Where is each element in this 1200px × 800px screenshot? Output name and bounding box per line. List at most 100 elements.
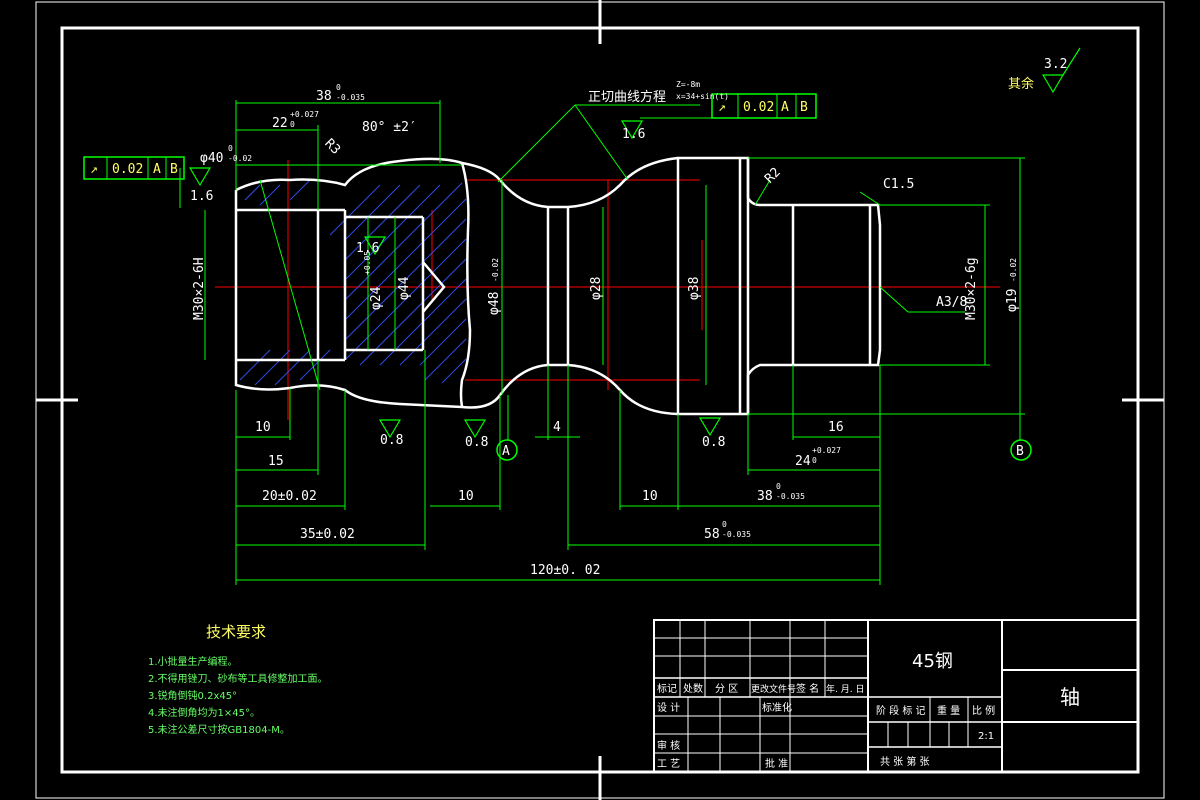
dim-b15: 15 [268, 454, 284, 469]
roughness-4: 0.8 [380, 433, 403, 448]
dim-b58-up: 0 [722, 520, 727, 529]
tb-review: 审 核 [657, 739, 680, 752]
roughness-3: 1.6 [356, 241, 379, 256]
thread-right: M30×2-6g [964, 257, 979, 320]
dim-22-tol-lo: 0 [290, 120, 295, 129]
roughness-rest-label: 其余 [1008, 76, 1034, 92]
tb-scale-value: 2:1 [978, 731, 994, 742]
tb-count: 处数 [683, 682, 703, 695]
tolerance-frame-left: ↗ 0.02 A B [83, 156, 185, 180]
tb-approve: 批 准 [765, 757, 788, 770]
dim-b4: 4 [553, 420, 561, 435]
dim-r3: R3 [321, 136, 343, 158]
tb-process: 工 艺 [657, 758, 680, 770]
tol-datum2: B [800, 100, 808, 115]
tb-signature: 签 名 [796, 682, 819, 695]
tangent-formula-2: x=34+sin(t) [676, 92, 729, 101]
technical-notes: 技术要求 1.小批量生产编程。 2.不得用锉刀、砂布等工具修整加工面。 3.锐角… [148, 623, 328, 736]
dim-phi40: φ40 [200, 151, 223, 166]
sheet-borders [35, 0, 1165, 800]
thread-left: M30×2-6H [192, 257, 207, 320]
title-block-text: 标记 处数 分 区 更改文件号 签 名 年. 月. 日 设 计 标准化 审 核 … [657, 651, 1080, 770]
dim-b20: 20±0.02 [262, 489, 317, 504]
svg-text:B: B [1016, 444, 1024, 459]
tb-material: 45钢 [912, 651, 953, 672]
dim-38-top: 38 [316, 89, 332, 104]
dim-phi24-tol: +0.05 [363, 251, 372, 275]
dim-angle: 80° ±2′ [362, 120, 417, 135]
note-item: 1.小批量生产编程。 [148, 655, 238, 668]
tolerance-frame-right: ↗ 0.02 A B [711, 93, 817, 119]
tb-mark: 标记 [657, 683, 677, 695]
dim-b58-lo: -0.035 [722, 530, 751, 539]
tb-total-sheets: 共 张 第 张 [880, 755, 930, 768]
tol-symbol: ↗ [718, 100, 726, 115]
dim-b10c: 10 [642, 489, 658, 504]
dim-phi38: φ38 [687, 277, 702, 300]
tol-datum1: A [153, 162, 161, 177]
centerlines [215, 160, 1000, 420]
datum-b: B [1010, 439, 1032, 461]
dim-b38-lo: -0.035 [776, 492, 805, 501]
dim-b24: 24 [795, 454, 811, 469]
dim-b16: 16 [828, 420, 844, 435]
dim-22: 22 [272, 116, 288, 131]
note-item: 3.锐角倒钝0.2x45° [148, 689, 237, 702]
tol-value: 0.02 [112, 162, 143, 177]
roughness-symbols [188, 47, 1081, 439]
dim-b120: 120±0. 02 [530, 563, 600, 578]
center-hole-label: A3/8 [936, 295, 967, 310]
roughness-1: 1.6 [190, 189, 213, 204]
tangent-formula-1: Z=-8m [676, 80, 700, 89]
dim-phi28: φ28 [589, 277, 604, 300]
dim-b38-up: 0 [776, 482, 781, 491]
dim-b38: 38 [757, 489, 773, 504]
dim-r2: R2 [762, 165, 784, 187]
dim-b35: 35±0.02 [300, 527, 355, 542]
dim-phi48-tol: -0.02 [491, 258, 500, 282]
dim-phi19: φ19 [1005, 289, 1020, 312]
tb-change-doc: 更改文件号 [751, 683, 796, 695]
note-item: 5.未注公差尺寸按GB1804-M。 [148, 723, 290, 736]
roughness-6: 0.8 [702, 435, 725, 450]
dimension-lines [179, 100, 1025, 585]
tol-symbol: ↗ [90, 162, 98, 177]
dim-b24-lo: 0 [812, 456, 817, 465]
tol-datum2: B [170, 162, 178, 177]
chamfer-label: C1.5 [883, 177, 914, 192]
tb-weight: 重 量 [937, 704, 960, 717]
dim-b10: 10 [255, 420, 271, 435]
datum-a: A [496, 439, 518, 461]
tb-part-name: 轴 [1060, 685, 1080, 709]
dim-phi48: φ48 [487, 292, 502, 315]
note-item: 4.未注倒角均为1×45°。 [148, 706, 260, 719]
dim-b10b: 10 [458, 489, 474, 504]
roughness-5: 0.8 [465, 435, 488, 450]
dim-b58: 58 [704, 527, 720, 542]
dim-b24-up: +0.027 [812, 446, 841, 455]
note-item: 2.不得用锉刀、砂布等工具修整加工面。 [148, 672, 328, 685]
dim-phi40-up: 0 [228, 144, 233, 153]
dim-38-top-zero: 0 [336, 83, 341, 92]
roughness-2: 1.6 [622, 127, 645, 142]
tangent-note: 正切曲线方程 [588, 89, 666, 105]
tb-design: 设 计 [657, 701, 680, 714]
dim-phi44: φ44 [397, 276, 412, 300]
tb-standardize: 标准化 [762, 701, 792, 714]
tb-date: 年. 月. 日 [826, 683, 864, 695]
title-block [653, 619, 1139, 773]
shaft-outline [234, 156, 882, 416]
dim-22-tol-up: +0.027 [290, 110, 319, 119]
dim-phi19-tol: -0.02 [1009, 258, 1018, 282]
tb-stage-mark: 阶 段 标 记 [876, 704, 926, 717]
dim-38-top-tol: -0.035 [336, 93, 365, 102]
dim-phi24: φ24 [369, 286, 384, 310]
notes-title: 技术要求 [206, 623, 266, 641]
tol-value: 0.02 [743, 100, 774, 115]
svg-text:A: A [502, 444, 510, 459]
tb-scale-label: 比 例 [972, 704, 995, 717]
roughness-rest-value: 3.2 [1044, 57, 1067, 72]
tol-datum1: A [781, 100, 789, 115]
dim-phi40-lo: -0.02 [228, 154, 252, 163]
